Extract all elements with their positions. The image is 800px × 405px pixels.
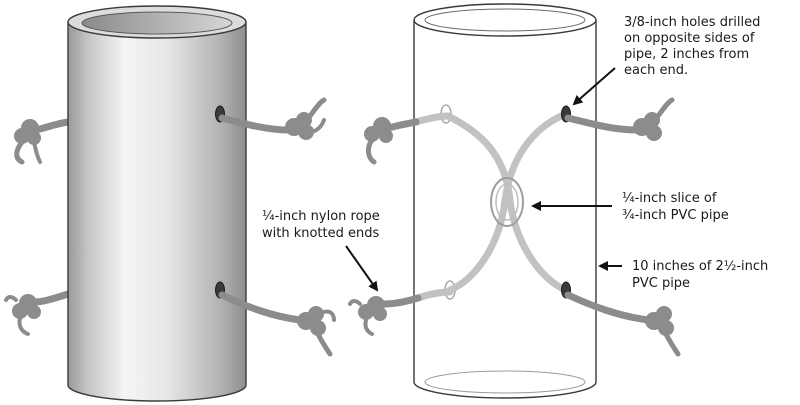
- solid-pipe: [4, 5, 336, 402]
- rope-label: ¼-inch nylon rope with knotted ends: [262, 209, 380, 241]
- holes-label-line: on opposite sides of: [624, 31, 755, 46]
- rope-label-line: ¼-inch nylon rope: [262, 209, 380, 224]
- rope-label-line: with knotted ends: [262, 226, 380, 241]
- slice-label-line: ¾-inch PVC pipe: [622, 208, 729, 223]
- pvc-slice-ring-icon: [490, 177, 524, 227]
- slice-label: ¼-inch slice of ¾-inch PVC pipe: [622, 191, 729, 223]
- holes-label-line: 3/8-inch holes drilled: [624, 15, 760, 30]
- holes-label: 3/8-inch holes drilled on opposite sides…: [624, 15, 760, 78]
- pipe-label-line: 10 inches of 2½-inch: [632, 259, 768, 274]
- left-pipe-front-ropes: [218, 97, 336, 357]
- left-pipe-back-ropes: [4, 118, 72, 336]
- knot-icon: [348, 296, 387, 336]
- knot-icon: [4, 294, 41, 336]
- knot-icon: [633, 97, 675, 141]
- holes-arrow: [572, 67, 616, 106]
- transparent-pipe: [348, 3, 681, 399]
- pipe-label: 10 inches of 2½-inch PVC pipe: [632, 259, 768, 291]
- knot-icon: [645, 306, 681, 357]
- knot-icon: [285, 97, 327, 140]
- holes-label-line: each end.: [624, 63, 688, 78]
- rope-arrow: [345, 245, 379, 292]
- pipe-label-line: PVC pipe: [632, 276, 690, 291]
- knot-icon: [364, 117, 393, 165]
- slice-label-line: ¼-inch slice of: [622, 191, 717, 206]
- knot-icon: [14, 119, 42, 165]
- knot-icon: [297, 306, 336, 357]
- holes-label-line: pipe, 2 inches from: [624, 47, 749, 62]
